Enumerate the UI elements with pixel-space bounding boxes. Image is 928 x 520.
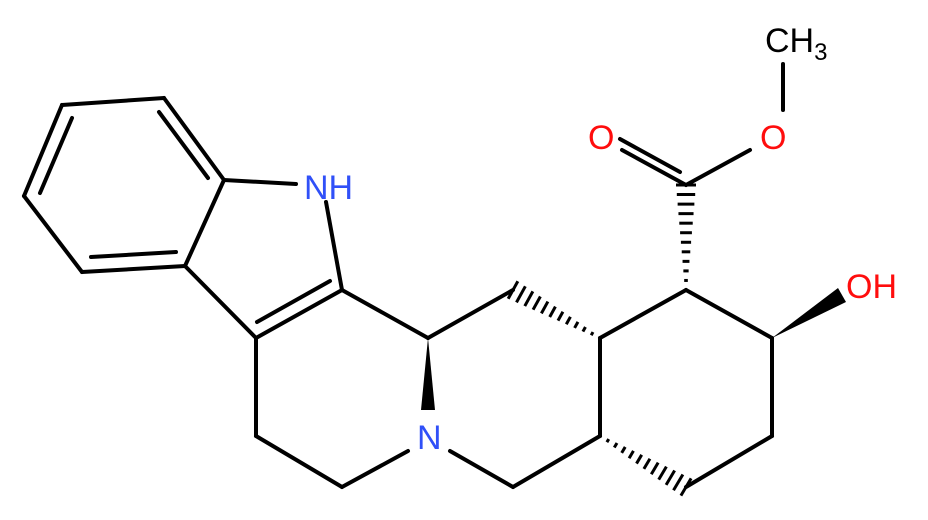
hash-bonds (506, 183, 696, 497)
bond (426, 288, 515, 340)
hash-line (650, 461, 660, 476)
bond (60, 96, 166, 107)
bond (183, 178, 226, 268)
bond (340, 288, 430, 340)
hash-line (564, 316, 572, 326)
bond (183, 264, 258, 340)
bond (157, 110, 210, 180)
hash-line (556, 310, 565, 322)
hash-line (598, 336, 602, 340)
bond (598, 288, 688, 340)
hash-line (605, 438, 611, 443)
hash-line (657, 465, 668, 481)
hash-line (627, 450, 635, 459)
hash-line (540, 300, 550, 315)
ester-o-label: O (760, 119, 786, 157)
atom-labels: NH N OH O O CH3 (304, 22, 897, 457)
stereo-bonds (421, 183, 846, 497)
hash-line (581, 326, 587, 333)
bond (38, 116, 74, 195)
bond (684, 288, 774, 340)
hash-line (635, 454, 643, 465)
hash-line (573, 321, 580, 329)
bond (254, 434, 344, 489)
bond (684, 434, 774, 489)
hash-line (613, 442, 619, 449)
bond (22, 194, 84, 274)
hash-line (548, 305, 557, 318)
bond (255, 279, 332, 324)
n-label: N (417, 419, 442, 457)
bond (448, 449, 515, 489)
carbonyl-o-label: O (588, 119, 614, 157)
hash-line (672, 473, 685, 492)
hash-line (589, 331, 595, 336)
hash-line (523, 290, 535, 307)
methyl-label: CH3 (765, 22, 827, 66)
bond (684, 148, 752, 187)
bond (80, 264, 187, 274)
bond (324, 200, 344, 292)
wedge-bond (421, 338, 435, 410)
hash-line (679, 477, 693, 497)
bond (511, 434, 602, 489)
bond (22, 103, 64, 198)
bond (620, 148, 688, 187)
methyl-ch: CH (765, 22, 814, 60)
nh-label: NH (304, 169, 353, 207)
bond (618, 137, 682, 174)
bond (162, 96, 226, 182)
hash-line (620, 446, 627, 454)
hydroxyl-label: OH (846, 268, 897, 306)
bond (222, 178, 298, 186)
wedge-bond (772, 288, 846, 338)
bond (89, 250, 178, 259)
hash-line (531, 295, 542, 311)
hash-line (642, 457, 652, 470)
bond (340, 449, 410, 489)
hash-line (515, 285, 527, 304)
hash-line (664, 469, 676, 486)
hash-line (506, 280, 520, 300)
hash-line (598, 434, 602, 438)
bond (254, 288, 344, 340)
methyl-subscript: 3 (814, 39, 827, 66)
bonds (22, 62, 785, 489)
